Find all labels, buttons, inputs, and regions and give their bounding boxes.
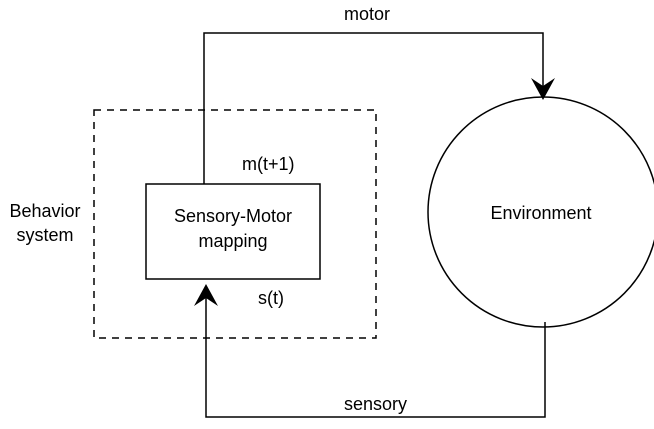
motor-arrowhead (531, 78, 555, 100)
behavior-system-boundary (93, 109, 377, 339)
sensory-connection-line (205, 292, 546, 418)
sensory-motor-mapping-box (145, 183, 321, 280)
behavior-system-label-line2: system (16, 225, 74, 245)
motor-label: motor (344, 4, 391, 24)
sensory-arrowhead (194, 284, 218, 306)
motor-connection-line (203, 32, 544, 184)
sensory-motor-mapping-label-line1: Sensory-Motor (173, 206, 293, 226)
motor-output-label: m(t+1) (242, 154, 295, 174)
sensory-label: sensory (344, 394, 408, 414)
sensory-input-label: s(t) (258, 288, 284, 308)
behavior-system-label-line1: Behavior (9, 201, 81, 221)
environment-label: Environment (490, 203, 592, 223)
sensory-motor-mapping-label-line2: mapping (198, 231, 268, 251)
